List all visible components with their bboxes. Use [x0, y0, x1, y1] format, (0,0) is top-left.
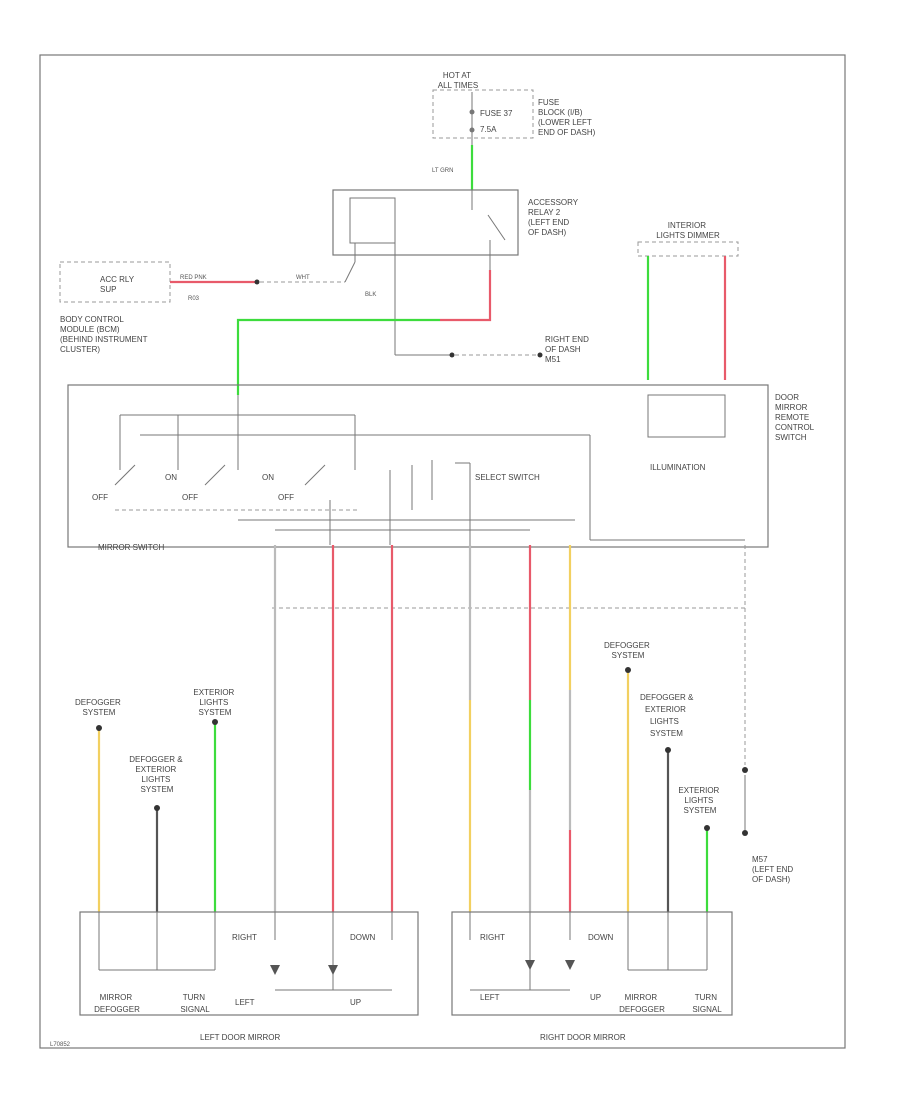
remote-control-switch-box	[67, 384, 769, 548]
dimmer-box	[637, 241, 739, 257]
ext-lights-left-label: EXTERIOR LIGHTS SYSTEM	[193, 688, 236, 717]
right-left-label: LEFT	[480, 993, 500, 1002]
ext-lights-right-label: EXTERIOR LIGHTS SYSTEM	[678, 786, 721, 815]
defogger-system-right-label: DEFOGGER SYSTEM	[604, 641, 652, 660]
lt-grn-label: LT GRN	[432, 168, 453, 174]
wire-red-relay-out	[440, 270, 492, 322]
left-door-mirror-box	[79, 911, 419, 1016]
accessory-relay-label: ACCESSORY RELAY 2 (LEFT END OF DASH)	[528, 198, 580, 237]
defogger-system-left-label: DEFOGGER SYSTEM	[75, 698, 123, 717]
right-door-mirror-label: RIGHT DOOR MIRROR	[540, 1033, 626, 1042]
left-mirror-internals	[98, 912, 393, 991]
fuse-block-box	[432, 89, 534, 139]
off-label-1: OFF	[92, 493, 108, 502]
off-label-2: OFF	[182, 493, 198, 502]
left-right-label: RIGHT	[232, 933, 257, 942]
whe-label: WHT	[296, 275, 310, 281]
select-switch-label: SELECT SWITCH	[475, 473, 540, 482]
accessory-relay-box	[332, 189, 519, 256]
illumination-lamp-box	[647, 394, 726, 438]
right-mirror-defogger-label: MIRROR DEFOGGER	[619, 993, 665, 1014]
right-up-label: UP	[590, 993, 601, 1002]
hot-at-all-times-label: HOT AT ALL TIMES	[438, 71, 478, 90]
interior-lights-dimmer-label: INTERIOR LIGHTS DIMMER	[656, 221, 720, 240]
left-down-label: DOWN	[350, 933, 376, 942]
left-mirror-defogger-label: MIRROR DEFOGGER	[94, 993, 140, 1014]
fuse-label: FUSE 37 7.5A	[480, 109, 515, 134]
defogger-ext-left-label: DEFOGGER & EXTERIOR LIGHTS SYSTEM	[129, 755, 185, 794]
right-mirror-internals	[469, 912, 708, 991]
right-turn-signal-label: TURN SIGNAL	[692, 993, 722, 1014]
left-turn-signal-label: TURN SIGNAL	[180, 993, 210, 1014]
switch-internals	[114, 395, 745, 545]
off-label-3: OFF	[278, 493, 294, 502]
door-mirror-remote-label: DOOR MIRROR REMOTE CONTROL SWITCH	[775, 393, 816, 442]
right-down-label: DOWN	[588, 933, 614, 942]
left-up-label: UP	[350, 998, 361, 1007]
mirror-switch-label: MIRROR SWITCH	[98, 543, 164, 552]
r03-label: R03	[188, 296, 200, 302]
blk-label: BLK	[365, 292, 376, 298]
bcm-label: BODY CONTROL MODULE (BCM) (BEHIND INSTRU…	[60, 315, 150, 354]
right-end-dash-label: RIGHT END OF DASH M51	[545, 335, 591, 364]
acc-rly-sup-label: ACC RLY SUP	[100, 275, 136, 294]
m57-label: M57 (LEFT END OF DASH)	[752, 855, 795, 884]
figure-id: L70852	[50, 1042, 71, 1048]
mirror-feed-wires	[97, 545, 748, 912]
wire-green-acc-feed	[236, 318, 440, 395]
illumination-label: ILLUMINATION	[650, 463, 706, 472]
outer-frame	[39, 54, 846, 1049]
red-pnk-label: RED PNK	[180, 275, 207, 281]
on-label-1: ON	[165, 473, 177, 482]
on-label-2: ON	[262, 473, 274, 482]
defogger-ext-right-label: DEFOGGER & EXTERIOR LIGHTS SYSTEM	[640, 693, 696, 738]
right-right-label: RIGHT	[480, 933, 505, 942]
left-door-mirror-label: LEFT DOOR MIRROR	[200, 1033, 281, 1042]
right-door-mirror-box	[451, 911, 733, 1016]
left-left-label: LEFT	[235, 998, 255, 1007]
fuse-block-label: FUSE BLOCK (I/B) (LOWER LEFT END OF DASH…	[538, 98, 596, 137]
